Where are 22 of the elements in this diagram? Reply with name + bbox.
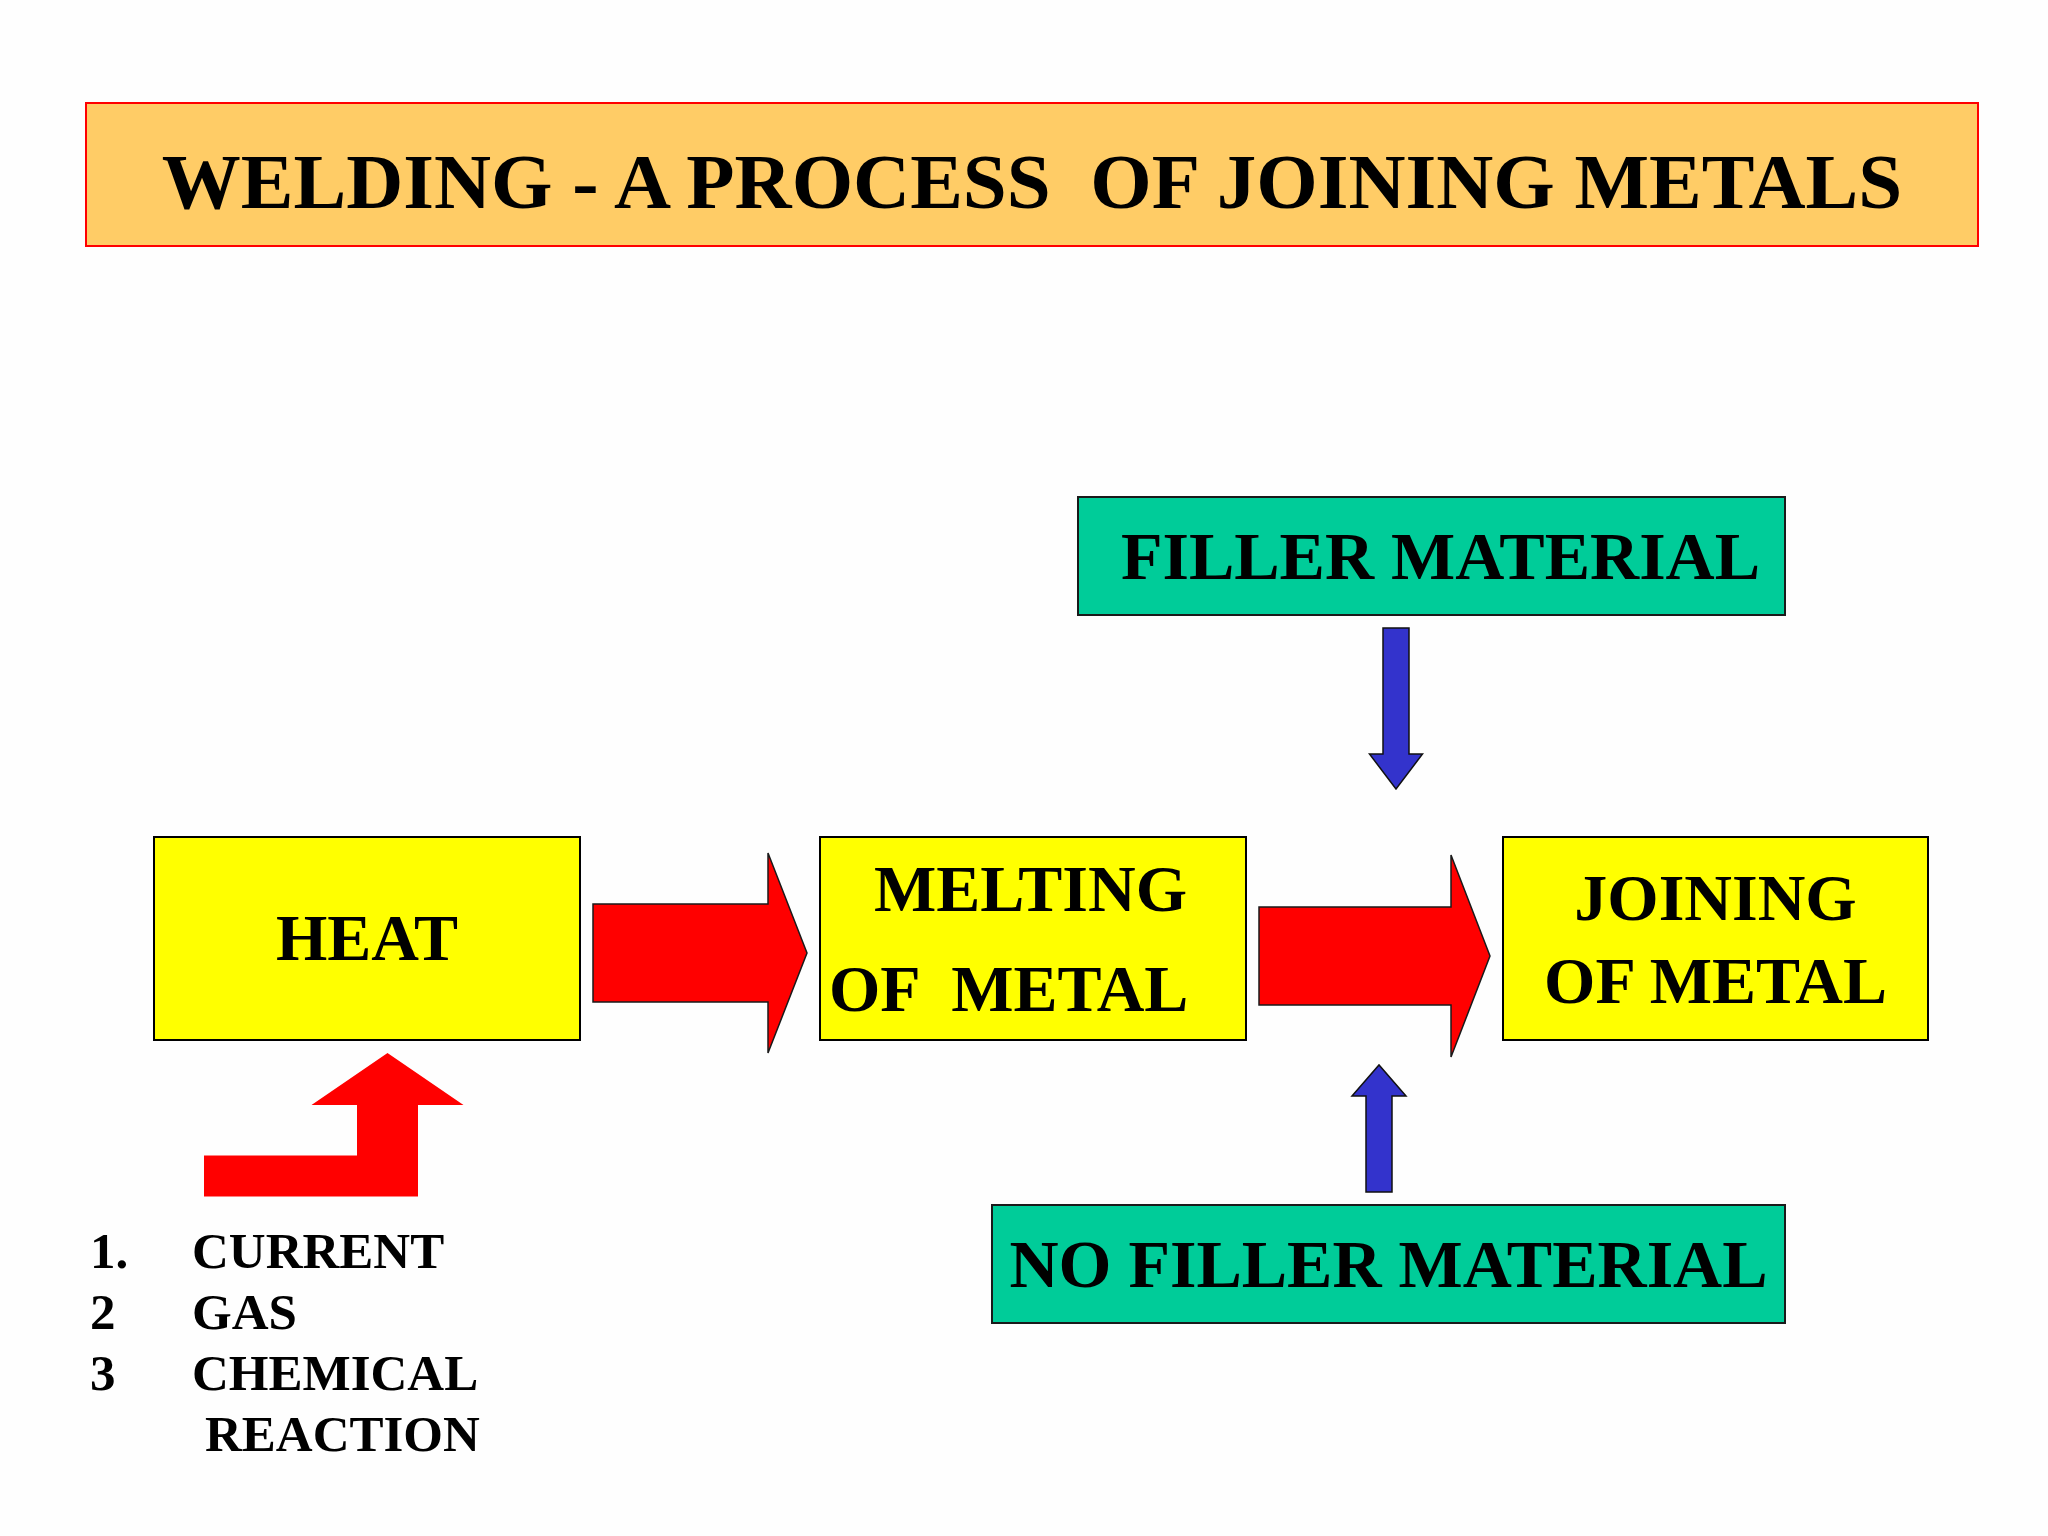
- option-box: [1077, 496, 1786, 616]
- list-number: 2: [90, 1283, 117, 1342]
- node-label: MELTING OF METAL: [829, 850, 1190, 1027]
- list-item: CHEMICAL REACTION: [192, 1344, 481, 1464]
- block-arrow: [592, 852, 808, 1054]
- list-item: CURRENT: [192, 1222, 446, 1281]
- block-arrow: [1258, 854, 1491, 1058]
- node-label: JOINING OF METAL: [1543, 859, 1888, 1019]
- node-label: FILLER MATERIAL: [1120, 518, 1761, 594]
- process-box: [1502, 836, 1929, 1041]
- node-label: NO FILLER MATERIAL: [1009, 1226, 1768, 1302]
- node-label: HEAT: [275, 902, 459, 975]
- list-number: 3: [90, 1344, 117, 1403]
- bent-arrow: [204, 1053, 464, 1197]
- list-number: 1.: [90, 1222, 130, 1281]
- list-item: GAS: [192, 1283, 298, 1342]
- process-box: [819, 836, 1247, 1041]
- block-arrow: [1368, 627, 1424, 791]
- option-box: [991, 1204, 1786, 1324]
- process-box: [153, 836, 581, 1041]
- title-banner: WELDING - A PROCESS OF JOINING METALS: [85, 102, 1979, 247]
- block-arrow: [1350, 1063, 1408, 1193]
